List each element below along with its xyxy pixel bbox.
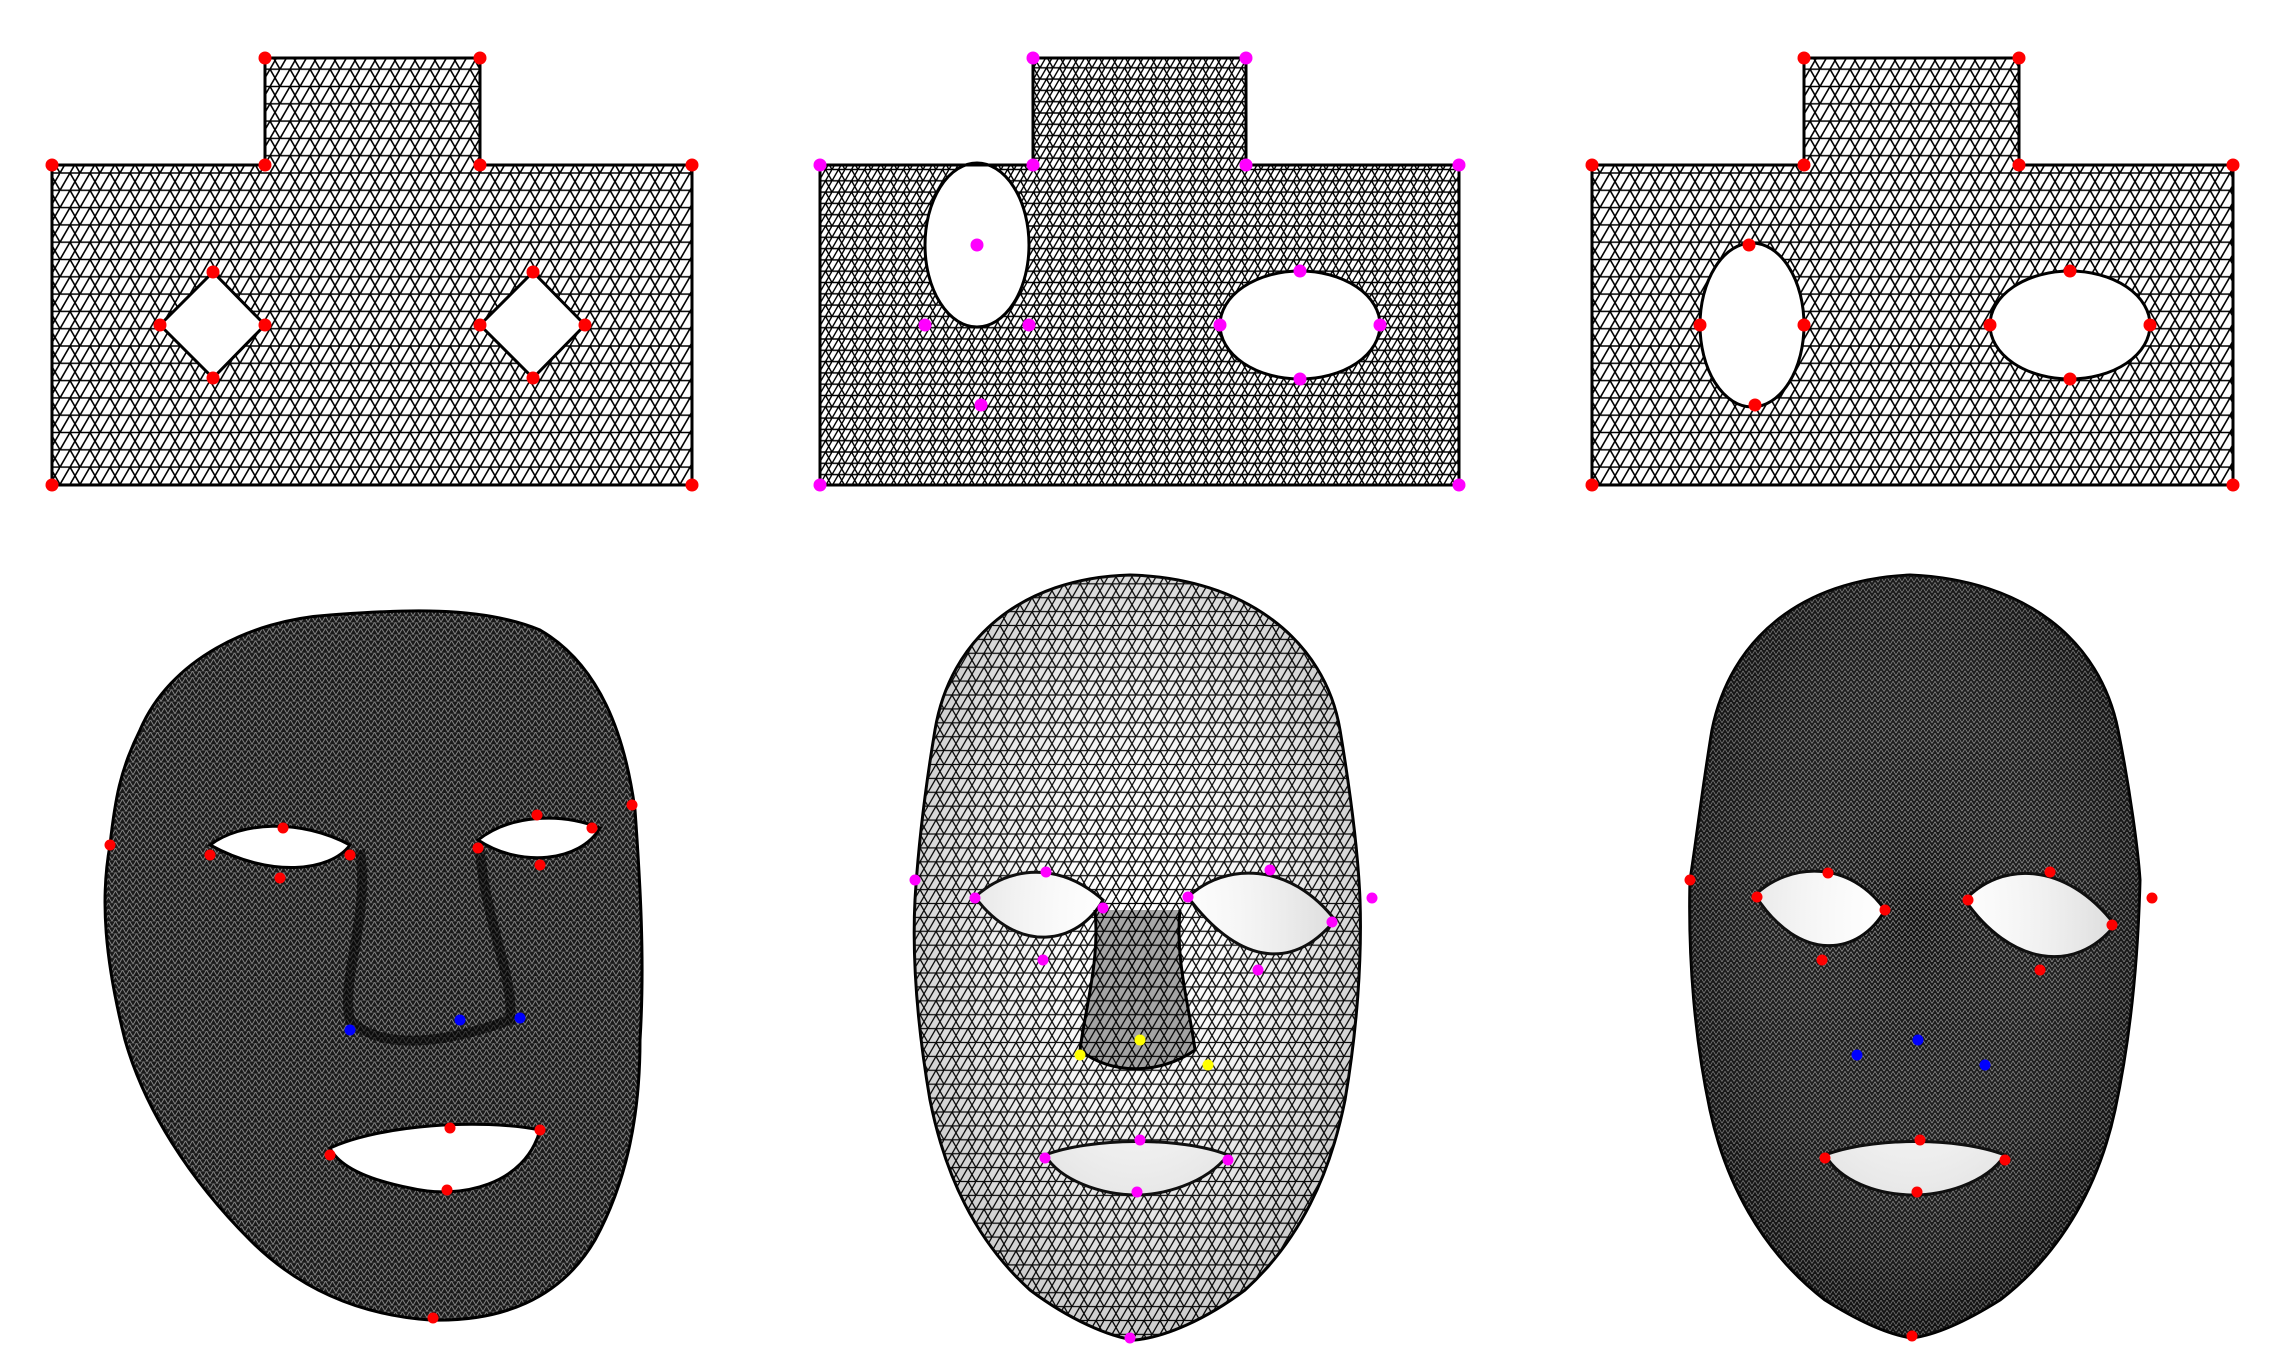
planar-source-panel [45, 51, 699, 492]
face-result-shade [1689, 575, 2140, 1338]
face-target-shade [914, 575, 1361, 1340]
face-source-mesh [103, 609, 644, 1322]
face-result-nose-landmarks [1851, 1034, 1991, 1071]
face-target-panel [909, 573, 1378, 1344]
face-result-landmarks [1684, 866, 2158, 1342]
face-target-nose-landmarks [1074, 1034, 1214, 1071]
planar-result-panel [1585, 51, 2240, 492]
planar-result-landmarks [1585, 51, 2240, 492]
face-target-nose [1078, 909, 1197, 1071]
planar-target-landmarks [813, 51, 1466, 492]
face-target-landmarks [909, 864, 1378, 1344]
face-source-nose-landmarks [344, 1012, 526, 1036]
face-result-panel [1684, 573, 2158, 1342]
planar-target-panel [813, 51, 1466, 492]
face-source-landmarks [104, 799, 638, 1324]
face-source-nose-shade [342, 849, 516, 1046]
planar-source-mesh [50, 56, 694, 487]
planar-target-mesh [818, 56, 1461, 487]
face-source-panel [103, 609, 644, 1324]
planar-source-landmarks [45, 51, 699, 492]
planar-result-mesh [1590, 56, 2235, 487]
